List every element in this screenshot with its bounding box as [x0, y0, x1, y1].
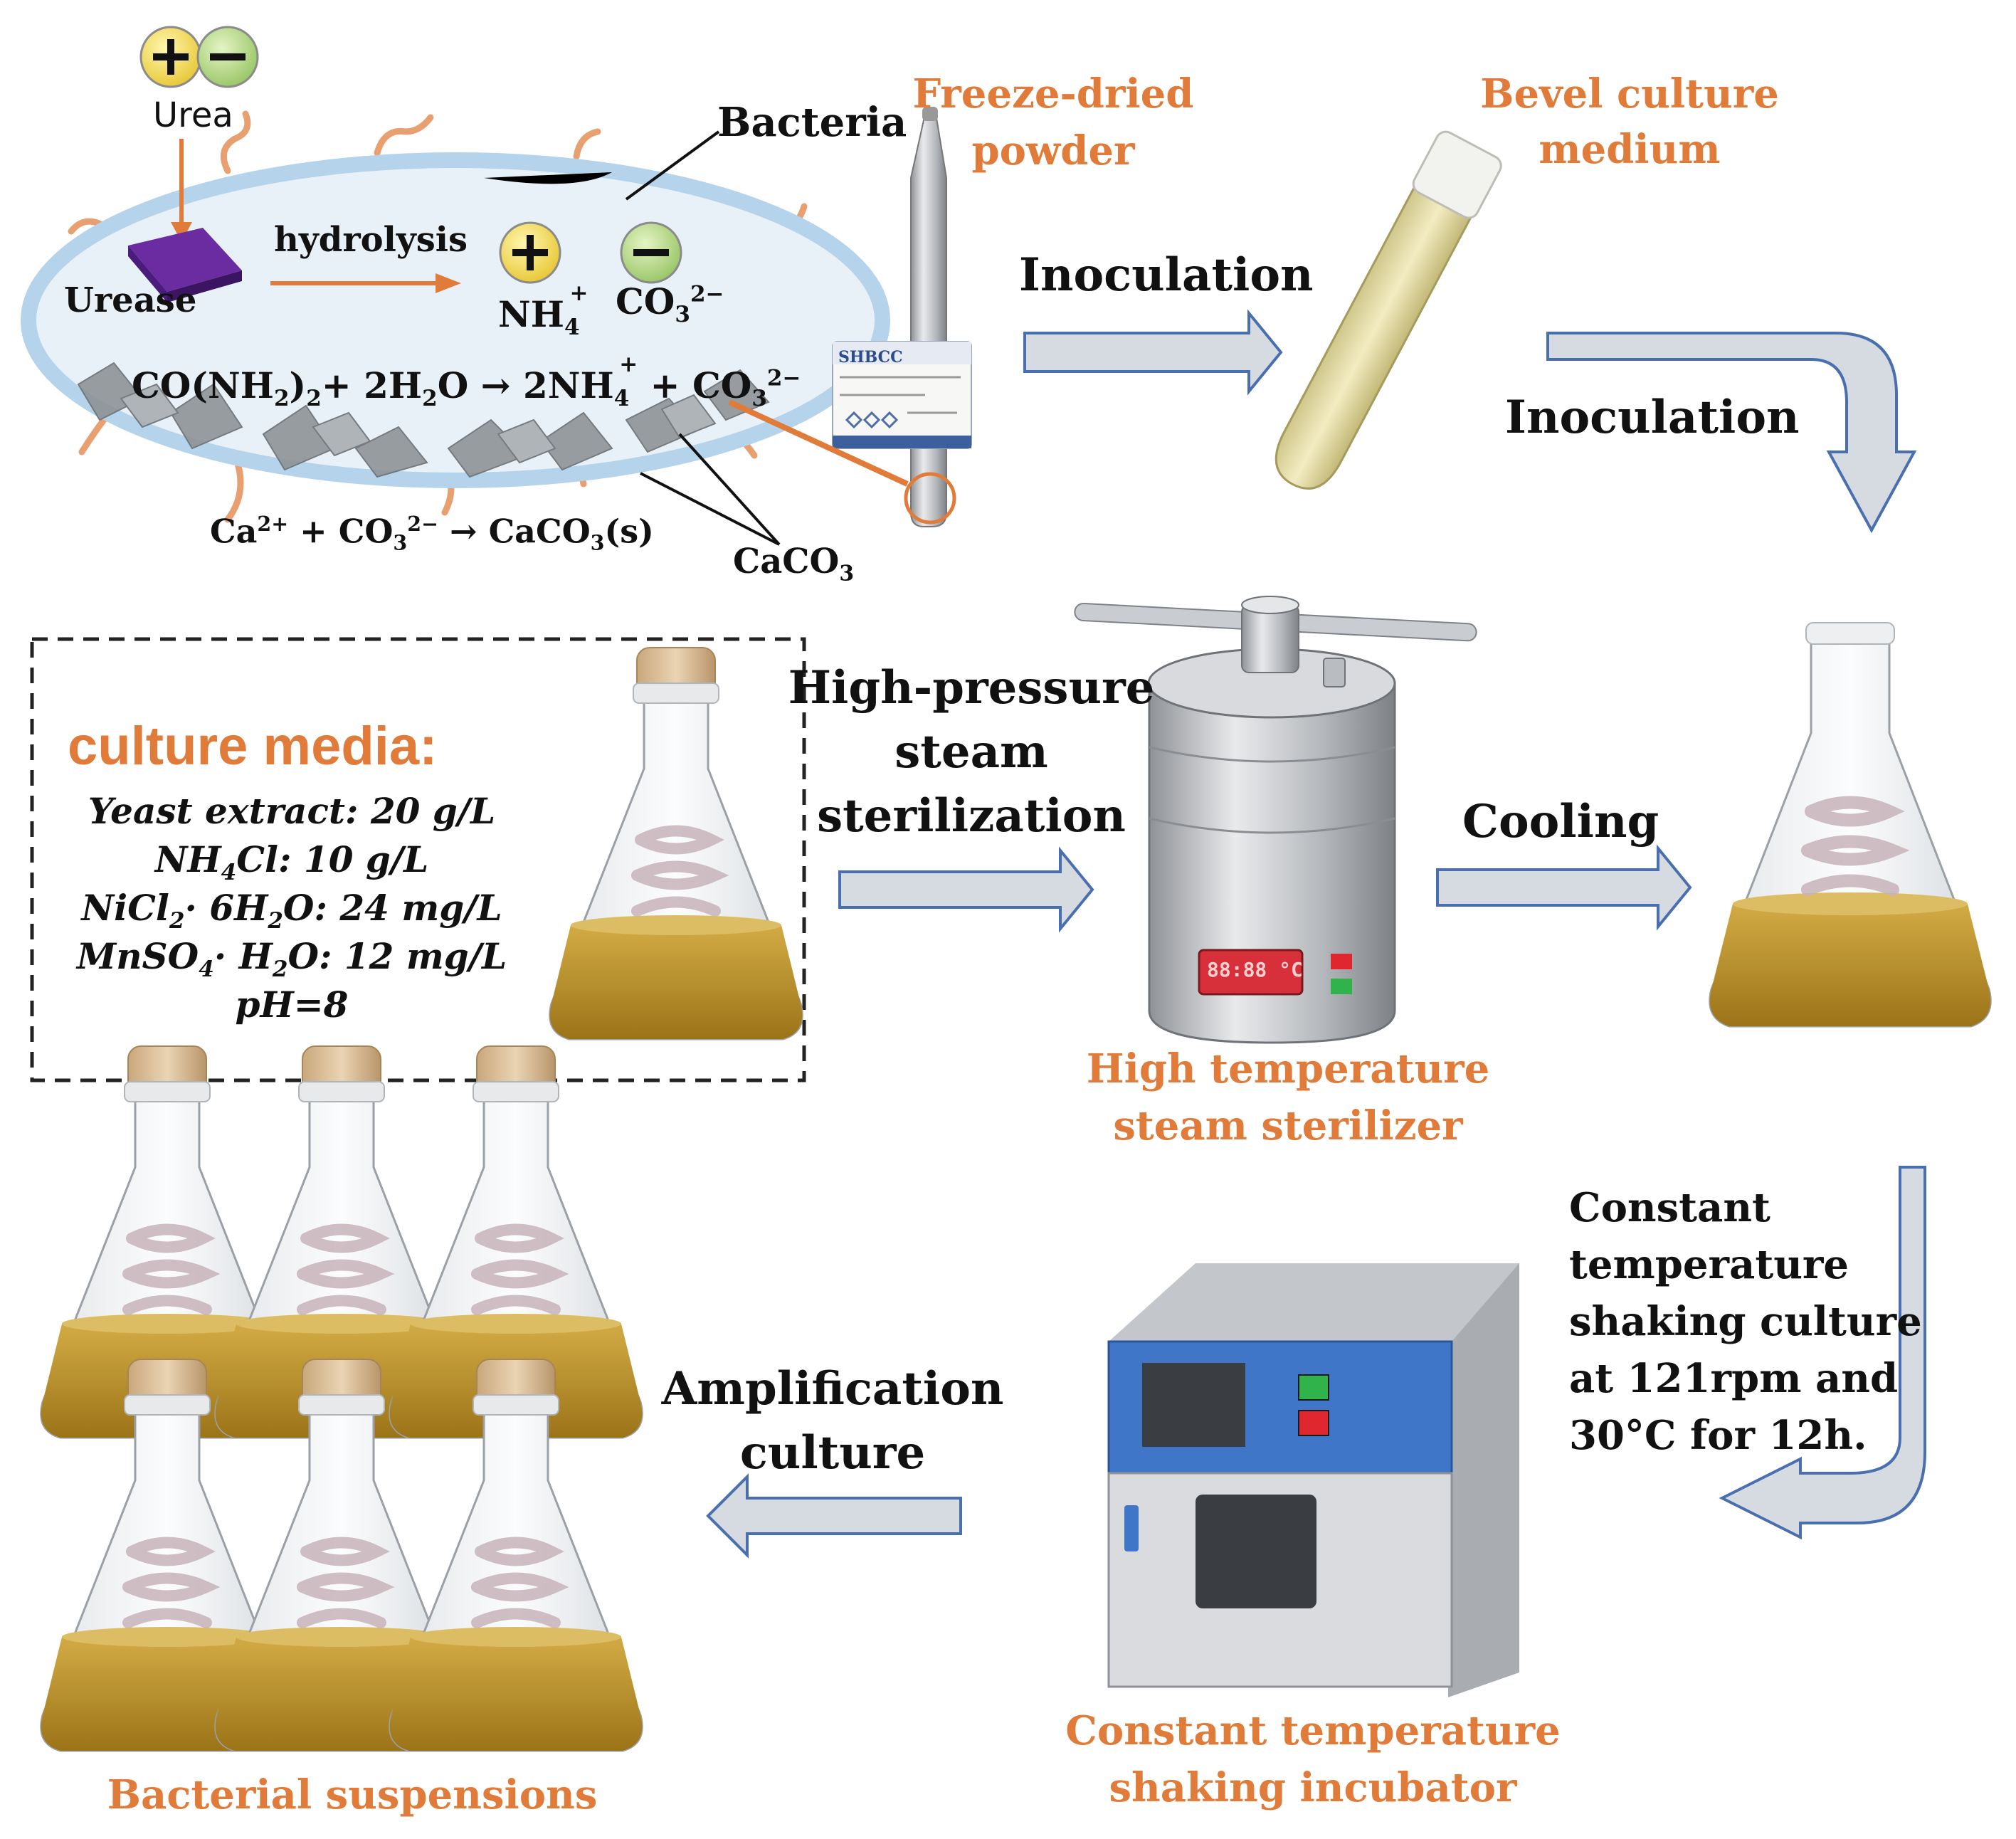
cooling-label: Cooling	[1462, 795, 1659, 848]
inoculation-label-2: Inoculation	[1505, 391, 1800, 444]
flask-icon-cooled	[1710, 623, 1990, 1026]
sterilization-arrow	[838, 846, 1094, 933]
high-pressure-label-3: sterilization	[817, 789, 1126, 843]
bacterial-suspensions-label: Bacterial suspensions	[107, 1771, 598, 1818]
flask-icon-media	[550, 648, 802, 1039]
freeze-dried-label-2: powder	[971, 127, 1135, 174]
calcium-carbonate-equation: Ca2+ + CO32− → CaCO3(s)	[210, 512, 654, 555]
urea-label: Urea	[153, 95, 233, 135]
culture-media-box	[30, 637, 806, 1082]
incubator-label-2: shaking incubator	[1109, 1764, 1517, 1811]
culture-media-title: culture media:	[68, 716, 438, 776]
amplification-label-1: Amplification	[661, 1362, 1004, 1416]
bacterial-suspension-flasks	[41, 1046, 642, 1751]
caco3-label: CaCO3	[733, 542, 855, 586]
bevel-label-2: medium	[1539, 126, 1721, 173]
high-pressure-label-1: High-pressure	[788, 661, 1155, 715]
shaking-culture-arrow	[1719, 1166, 1926, 1540]
caco3-crystals	[77, 362, 770, 478]
shaking-label-3: shaking culture	[1569, 1298, 1922, 1345]
caco3-leader-2	[678, 433, 781, 546]
hydrolysis-label: hydrolysis	[274, 220, 468, 260]
sterilizer-display: 88:88 °C	[1207, 958, 1303, 981]
media-yeast: Yeast extract: 20 g/L	[88, 790, 496, 832]
media-mnso4: MnSO4· H2O: 12 mg/L	[76, 935, 507, 982]
bevel-label-1: Bevel culture	[1480, 70, 1779, 117]
cooling-arrow	[1436, 844, 1692, 931]
sterilizer-icon	[1074, 596, 1477, 1044]
inoculation-arrow-1	[1023, 309, 1283, 396]
test-tube-icon	[1274, 130, 1502, 490]
urease-block	[128, 228, 242, 302]
amplification-arrow	[706, 1473, 962, 1559]
inoculation-label-1: Inoculation	[1019, 248, 1314, 302]
urea-charge-icons	[139, 26, 259, 88]
bacteria-label: Bacteria	[717, 99, 907, 146]
urea-hydrolysis-equation: CO(NH2)2+ 2H2O → 2NH4+ + CO32−	[132, 352, 801, 412]
shaking-label-1: Constant	[1569, 1184, 1770, 1231]
high-pressure-label-2: steam	[894, 725, 1048, 779]
bacteria-leader	[625, 130, 720, 201]
inoculation-arrow-2	[1546, 332, 1917, 534]
shaking-label-2: temperature	[1569, 1241, 1849, 1288]
media-nicl2: NiCl2· 6H2O: 24 mg/L	[81, 887, 502, 934]
nh4-label: NH4+	[498, 280, 589, 341]
vial-brand: SHBCC	[838, 348, 903, 367]
sterilizer-label-1: High temperature	[1086, 1045, 1490, 1092]
freeze-dried-label-1: Freeze-dried	[912, 70, 1194, 117]
shaking-label-5: 30°C for 12h.	[1569, 1412, 1867, 1459]
co3-label: CO32−	[616, 280, 724, 327]
vial-icon	[728, 107, 972, 527]
amplification-label-2: culture	[739, 1426, 926, 1480]
incubator-icon	[1107, 1263, 1519, 1697]
vial-callout-line	[728, 399, 909, 487]
media-ph: pH=8	[235, 984, 349, 1026]
media-nh4cl: NH4Cl: 10 g/L	[154, 838, 429, 885]
sterilizer-label-2: steam sterilizer	[1113, 1102, 1463, 1149]
shaking-label-4: at 121rpm and	[1569, 1355, 1899, 1402]
incubator-label-1: Constant temperature	[1065, 1707, 1561, 1754]
urease-label: Urease	[64, 280, 197, 320]
vial-highlight-circle	[904, 472, 956, 525]
caco3-leader-1	[640, 472, 780, 546]
